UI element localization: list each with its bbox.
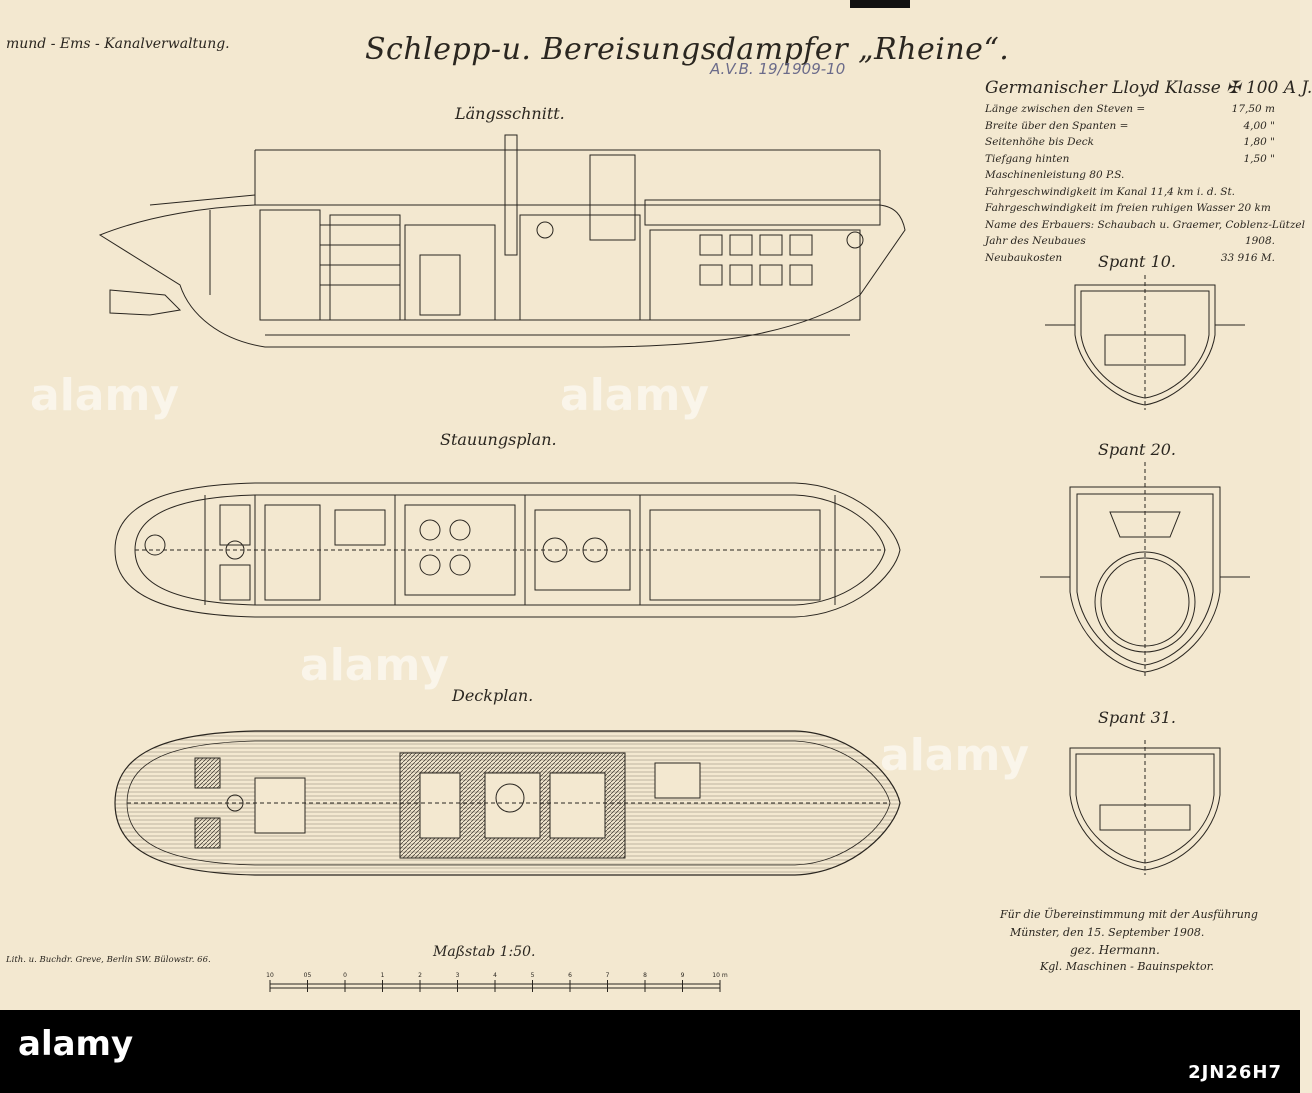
signer-role: Kgl. Maschinen - Bauinspektor.: [1040, 960, 1215, 973]
pencil-note: A.V.B. 19/1909-10: [710, 60, 846, 78]
corner-tab: [850, 0, 910, 8]
frame31-section-drawing: [1069, 740, 1221, 875]
scale-tick-label: 5: [531, 972, 535, 979]
scale-label: Maßstab 1:50.: [433, 944, 536, 960]
spec-row: Maschinenleistung 80 P.S.: [985, 169, 1125, 181]
scale-tick-label: 2: [418, 972, 422, 979]
spec-row: Länge zwischen den Steven =17,50 m: [985, 103, 1275, 115]
stowage-plan-drawing: [114, 482, 901, 618]
signature: gez. Hermann.: [1070, 943, 1160, 957]
watermark-band: [0, 1010, 1300, 1093]
page-title: Schlepp-u. Bereisungsdampfer „Rheine“.: [365, 32, 1010, 67]
scale-tick-label: 1: [381, 972, 385, 979]
lithographer-credit: Lith. u. Buchdr. Greve, Berlin SW. Bülow…: [6, 955, 211, 965]
place-date: Münster, den 15. September 1908.: [1010, 926, 1205, 939]
frame10-section-drawing: [1045, 275, 1245, 410]
spec-table: Länge zwischen den Steven =17,50 m Breit…: [985, 103, 1305, 268]
spec-row: Name des Erbauers: Schaubach u. Graemer,…: [985, 218, 1305, 231]
certify-text: Für die Übereinstimmung mit der Ausführu…: [1000, 908, 1258, 921]
spec-row: Fahrgeschwindigkeit im Kanal 11,4 km i. …: [985, 185, 1236, 198]
scale-tick-label: 9: [681, 972, 685, 979]
scale-tick-label: 10 m: [712, 972, 728, 979]
watermark-image-id: 2JN26H7: [1188, 1062, 1282, 1083]
spec-row: Breite über den Spanten =4,00 ": [985, 119, 1275, 132]
spec-title: Germanischer Lloyd Klasse ✠ 100 A J.: [985, 78, 1312, 98]
deck-plan-drawing: [114, 730, 901, 876]
section-deck: Deckplan.: [452, 686, 534, 705]
section-frame31: Spant 31.: [1098, 708, 1177, 727]
scale-tick-label: 4: [493, 972, 497, 979]
frame20-section-drawing: [1040, 462, 1250, 677]
spec-row: Fahrgeschwindigkeit im freien ruhigen Wa…: [985, 202, 1271, 214]
scale-tick-label: 6: [568, 972, 572, 979]
section-frame10: Spant 10.: [1098, 252, 1177, 271]
section-longitudinal: Längsschnitt.: [455, 104, 565, 123]
scale-tick-label: 05: [304, 972, 312, 979]
watermark-brand: alamy: [18, 1024, 134, 1064]
scale-tick-label: 3: [456, 972, 460, 979]
scale-tick-label: 8: [643, 972, 647, 979]
section-frame20: Spant 20.: [1098, 440, 1177, 459]
scale-tick-label: 7: [606, 972, 610, 979]
longitudinal-section-drawing: [98, 134, 906, 348]
section-stowage: Stauungsplan.: [440, 430, 557, 449]
scale-tick-label: 0: [343, 972, 347, 979]
admin-header: mund - Ems - Kanalverwaltung.: [6, 36, 230, 52]
scale-tick-label: 10: [266, 972, 274, 979]
scale-bar: 10 05 0 1 2 3 4 5 6 7 8 9 10 m: [266, 972, 728, 992]
